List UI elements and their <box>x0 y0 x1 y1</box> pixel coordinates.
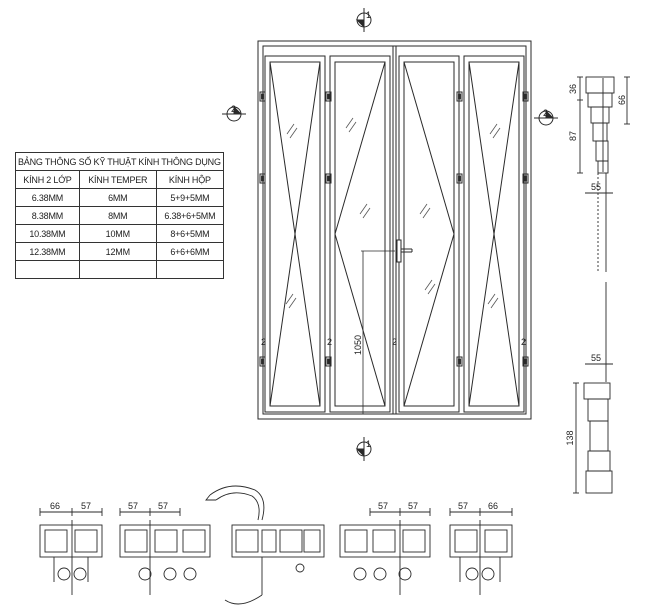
table-row: 12.38MM 12MM 6+6+6MM <box>15 242 225 261</box>
hsec-dim-5: 57 <box>378 501 388 511</box>
section-marker-bottom-label: 1 <box>366 439 371 449</box>
table-row <box>15 260 225 279</box>
hsec-dim-4: 57 <box>158 501 168 511</box>
spec-table-title: BẢNG THÔNG SỐ KỸ THUẬT KÍNH THÔNG DỤNG <box>15 152 224 171</box>
section-marker-top <box>355 8 372 32</box>
hsec-5 <box>449 508 513 595</box>
vertical-section <box>573 76 630 494</box>
horizontal-sections <box>39 485 513 605</box>
hsec-dim-3: 57 <box>128 501 138 511</box>
hsec-dim-2: 57 <box>81 501 91 511</box>
glass-hatch <box>285 117 501 309</box>
section-marker-left <box>222 105 246 122</box>
hsec-dim-7: 57 <box>458 501 468 511</box>
door-leaf-4 <box>463 55 525 413</box>
vsec-dim-55-bottom: 55 <box>591 353 601 363</box>
hsec-4 <box>339 508 431 595</box>
door-leaf-3 <box>398 55 460 413</box>
hinge-mark-1: 2 <box>261 337 266 347</box>
section-marker-bottom <box>355 437 372 461</box>
door-leaf-2 <box>329 55 391 413</box>
door-elevation <box>257 40 532 420</box>
vsec-dim-138: 138 <box>565 430 575 445</box>
table-row: 10.38MM 10MM 8+6+5MM <box>15 224 225 243</box>
hsec-dim-1: 66 <box>50 501 60 511</box>
vsec-dim-36: 36 <box>568 84 578 94</box>
spec-header-tempered: KÍNH TEMPER <box>78 170 157 189</box>
hsec-1 <box>39 508 103 595</box>
door-handle <box>396 239 413 263</box>
hinge-mark-3: 2 <box>392 337 397 347</box>
glass-spec-table: BẢNG THÔNG SỐ KỸ THUẬT KÍNH THÔNG DỤNG K… <box>15 152 225 279</box>
table-row: 8.38MM 8MM 6.38+6+5MM <box>15 206 225 225</box>
hinge-mark-4: 2 <box>521 337 526 347</box>
section-marker-right-label: 2 <box>543 108 548 118</box>
door-leaf-1 <box>264 55 326 413</box>
vsec-dim-66: 66 <box>617 95 627 105</box>
spec-header-insulated: KÍNH HỘP <box>155 170 225 189</box>
section-marker-right <box>534 109 558 126</box>
hsec-dim-6: 57 <box>408 501 418 511</box>
hsec-3-handle <box>205 485 325 605</box>
section-marker-top-label: 1 <box>366 10 371 20</box>
table-row: 6.38MM 6MM 5+9+5MM <box>15 188 225 207</box>
hsec-2 <box>119 508 211 595</box>
vsec-dim-87: 87 <box>568 131 578 141</box>
section-marker-left-label: 2 <box>231 104 236 114</box>
hinges <box>259 91 529 367</box>
handle-height-label: 1050 <box>353 335 363 355</box>
hinge-mark-2: 2 <box>327 337 332 347</box>
vsec-dim-55-top: 55 <box>591 182 601 192</box>
spec-header-laminated: KÍNH 2 LỚP <box>15 170 80 189</box>
hsec-dim-8: 66 <box>488 501 498 511</box>
